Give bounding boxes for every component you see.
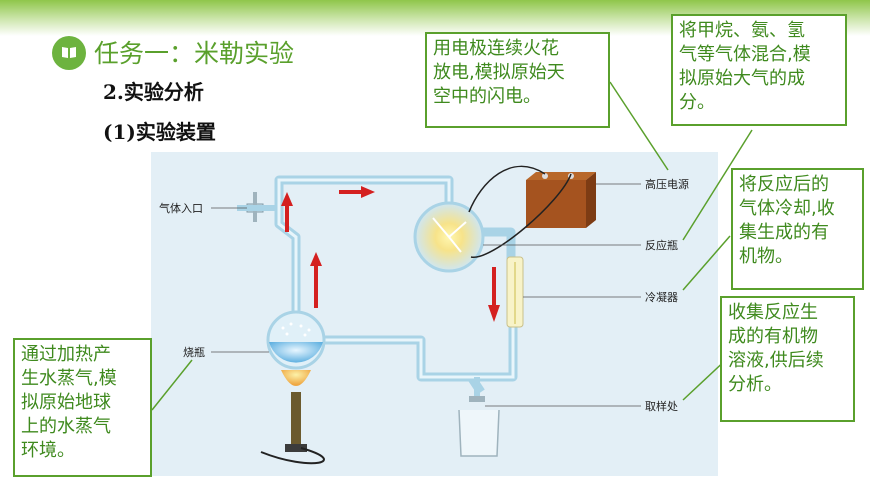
- label-flask: 烧瓶: [183, 345, 205, 359]
- section-heading: 2.实验分析: [103, 80, 204, 104]
- miller-apparatus-diagram: 气体入口 烧瓶 高压电源 反应瓶 冷凝器 取样处: [151, 152, 718, 476]
- spark-icon: [432, 217, 467, 253]
- note-gases: 将甲烷、氨、氢 气等气体混合,模 拟原始大气的成 分。: [671, 14, 847, 126]
- sampling-valve: [469, 377, 485, 402]
- beaker: [458, 409, 500, 457]
- boiling-flask: [266, 310, 326, 370]
- note-collect: 收集反应生 成的有机物 溶液,供后续 分析。: [720, 296, 855, 422]
- flow-arrows: [281, 186, 500, 322]
- page-title: 任务一：米勒实验: [94, 39, 295, 68]
- label-power: 高压电源: [645, 177, 689, 191]
- subsection-heading: (1)实验装置: [103, 120, 216, 144]
- high-voltage-power-supply: [526, 172, 596, 228]
- book-logo-icon: [52, 36, 86, 70]
- label-condenser: 冷凝器: [645, 290, 678, 304]
- note-heating: 通过加热产 生水蒸气,模 拟原始地球 上的水蒸气 环境。: [13, 338, 152, 477]
- label-sampling: 取样处: [645, 399, 678, 413]
- burner: [260, 370, 325, 465]
- label-reaction-flask: 反应瓶: [645, 238, 678, 252]
- note-electrode: 用电极连续火花 放电,模拟原始天 空中的闪电。: [425, 32, 610, 128]
- label-gas-inlet: 气体入口: [159, 201, 203, 215]
- note-cooling: 将反应后的 气体冷却,收 集生成的有 机物。: [731, 168, 864, 290]
